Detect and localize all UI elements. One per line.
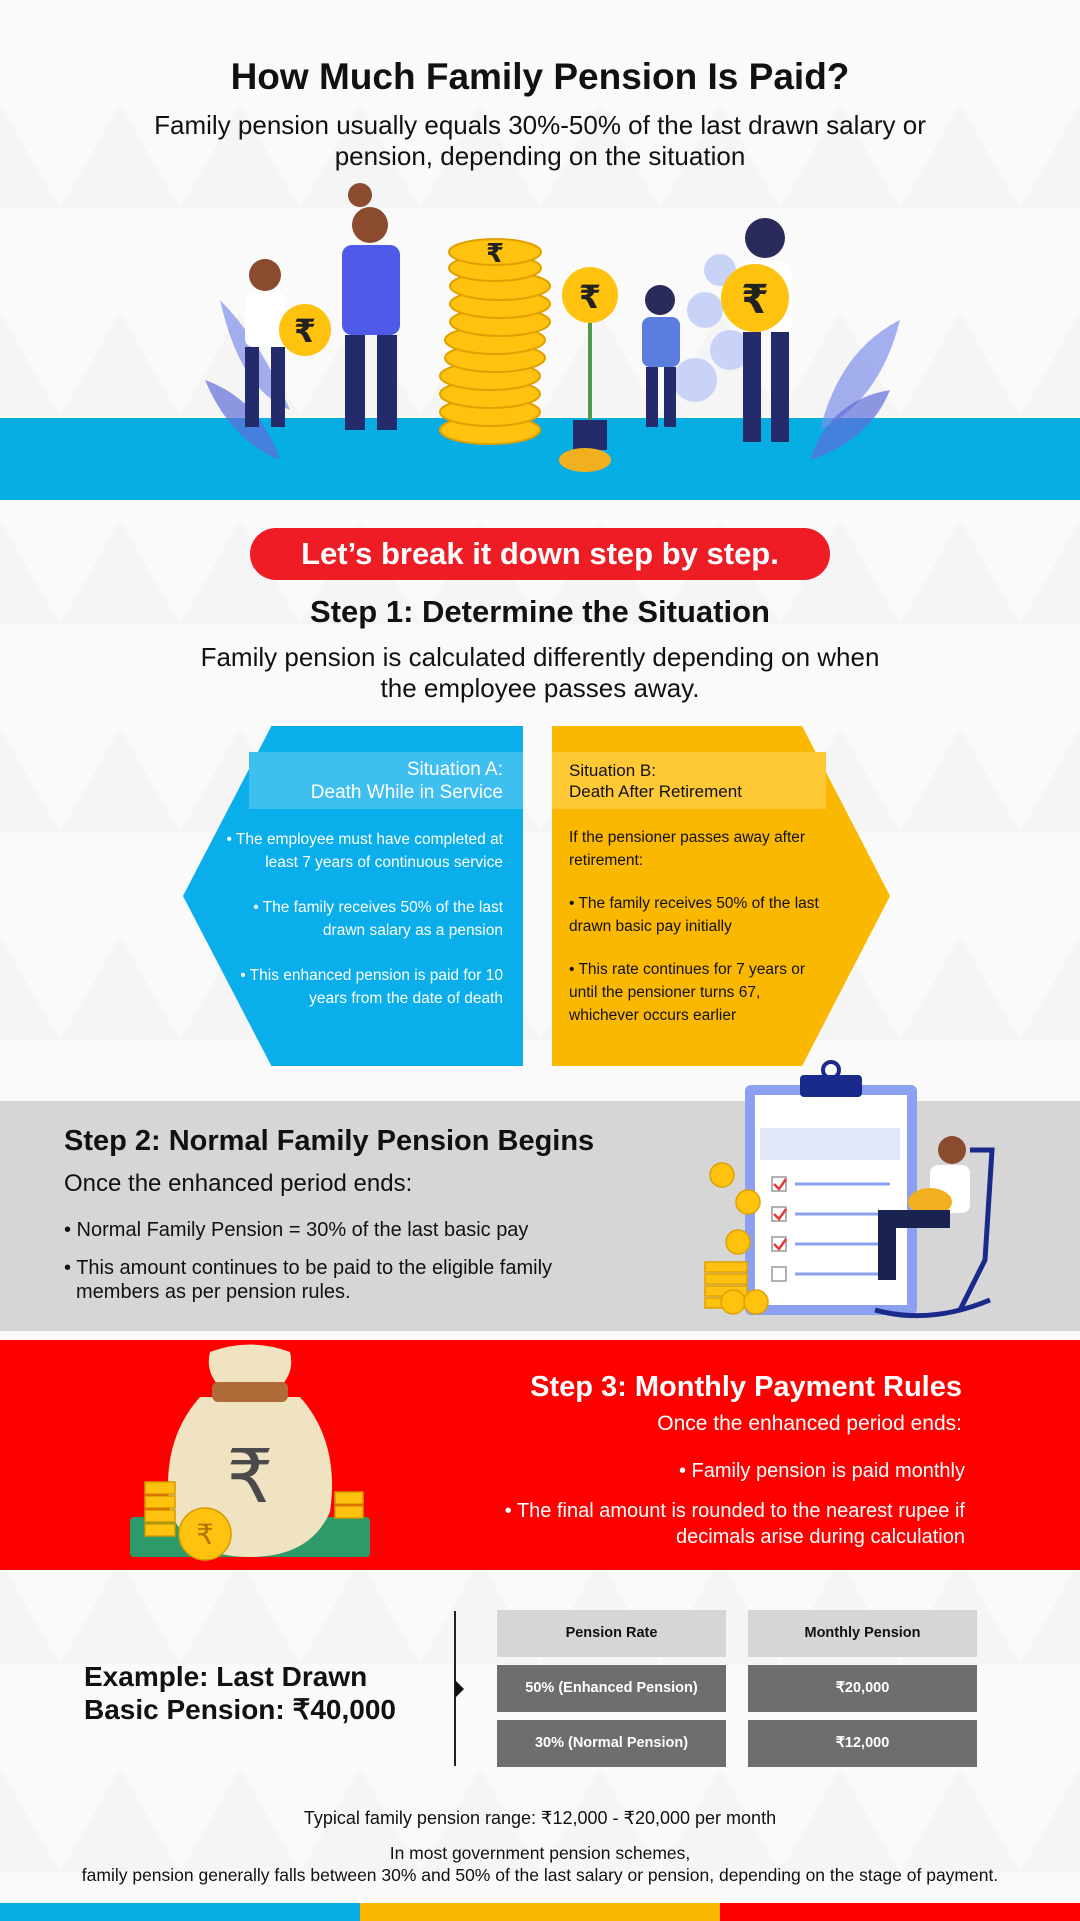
footer-color-bar xyxy=(0,1903,1080,1921)
svg-text:₹: ₹ xyxy=(226,1434,273,1520)
list-item: • This rate continues for 7 years or unt… xyxy=(569,961,806,1024)
situation-b-heading: Situation B: Death After Retirement xyxy=(569,760,819,802)
situation-b-title: Death After Retirement xyxy=(569,782,742,801)
situation-b-intro: If the pensioner passes away after retir… xyxy=(569,829,806,869)
table-cell: ₹20,000 xyxy=(748,1665,977,1712)
svg-text:₹: ₹ xyxy=(294,312,316,350)
family-illustration: ₹ ₹ ₹ ₹ xyxy=(205,183,900,472)
list-item: • The family receives 50% of the last dr… xyxy=(253,899,503,939)
table-header-monthly: Monthly Pension xyxy=(748,1610,977,1657)
list-item: • This enhanced pension is paid for 10 y… xyxy=(240,967,503,1007)
step-banner: Let’s break it down step by step. xyxy=(250,528,830,580)
situation-a-title: Death While in Service xyxy=(310,782,503,803)
table-header-rate: Pension Rate xyxy=(497,1610,726,1657)
step2-points: • Normal Family Pension = 30% of the las… xyxy=(64,1218,584,1318)
footer-note-line: family pension generally falls between 3… xyxy=(81,1865,999,1885)
situation-b-label: Situation B: xyxy=(569,761,656,780)
money-bag-icon: ₹ ₹ xyxy=(130,1344,370,1561)
list-item: • This amount continues to be paid to th… xyxy=(64,1257,553,1303)
list-item: • The final amount is rounded to the nea… xyxy=(504,1500,965,1548)
step3-title: Step 3: Monthly Payment Rules xyxy=(530,1371,962,1403)
page-subtitle: Family pension usually equals 30%-50% of… xyxy=(154,110,926,171)
step3-subtitle: Once the enhanced period ends: xyxy=(657,1412,962,1435)
step2-title: Step 2: Normal Family Pension Begins xyxy=(64,1125,595,1157)
list-item: • The family receives 50% of the last dr… xyxy=(569,895,819,935)
footer-note: In most government pension schemes, fami… xyxy=(0,1842,1080,1886)
situation-a-heading: Situation A: Death While in Service xyxy=(243,758,503,804)
footer-bar-red xyxy=(720,1903,1080,1921)
step1-description: Family pension is calculated differently… xyxy=(200,642,880,703)
footer-bar-blue xyxy=(0,1903,360,1921)
footer-note-line: In most government pension schemes, xyxy=(389,1843,691,1863)
situation-b-header-band xyxy=(552,752,826,809)
situation-a-card: Situation A: Death While in Service • Th… xyxy=(183,726,523,1066)
svg-text:₹: ₹ xyxy=(579,278,601,316)
list-item: • Family pension is paid monthly xyxy=(678,1460,965,1482)
svg-text:₹: ₹ xyxy=(741,277,769,323)
table-cell: 30% (Normal Pension) xyxy=(497,1720,726,1767)
situation-b-points: If the pensioner passes away after retir… xyxy=(569,826,819,1047)
clipboard-checklist-icon xyxy=(704,1060,995,1319)
step3-points: • Family pension is paid monthly • The f… xyxy=(445,1458,965,1564)
step2-subtitle: Once the enhanced period ends: xyxy=(64,1170,413,1197)
arrow-right-icon xyxy=(455,1680,464,1698)
pension-range: Typical family pension range: ₹12,000 - … xyxy=(303,1808,777,1828)
svg-text:₹: ₹ xyxy=(486,239,504,269)
footer-bar-yellow xyxy=(360,1903,720,1921)
list-item: • The employee must have completed at le… xyxy=(226,831,503,871)
table-cell: ₹12,000 xyxy=(748,1720,977,1767)
situation-a-header-band xyxy=(249,752,523,809)
step1-title: Step 1: Determine the Situation xyxy=(310,594,770,629)
situation-b-card: Situation B: Death After Retirement If t… xyxy=(552,726,890,1066)
page-title: How Much Family Pension Is Paid? xyxy=(230,56,850,97)
rupee-coin-icon xyxy=(279,304,331,356)
list-item: • Normal Family Pension = 30% of the las… xyxy=(64,1219,529,1241)
table-cell: 50% (Enhanced Pension) xyxy=(497,1665,726,1712)
rupee-coin-icon xyxy=(562,267,618,323)
situation-a-label: Situation A: xyxy=(406,759,503,780)
situation-a-points: • The employee must have completed at le… xyxy=(213,828,503,1032)
rupee-coin-icon xyxy=(721,264,789,332)
svg-text:₹: ₹ xyxy=(196,1518,214,1551)
example-title: Example: Last Drawn Basic Pension: ₹40,0… xyxy=(84,1661,396,1725)
